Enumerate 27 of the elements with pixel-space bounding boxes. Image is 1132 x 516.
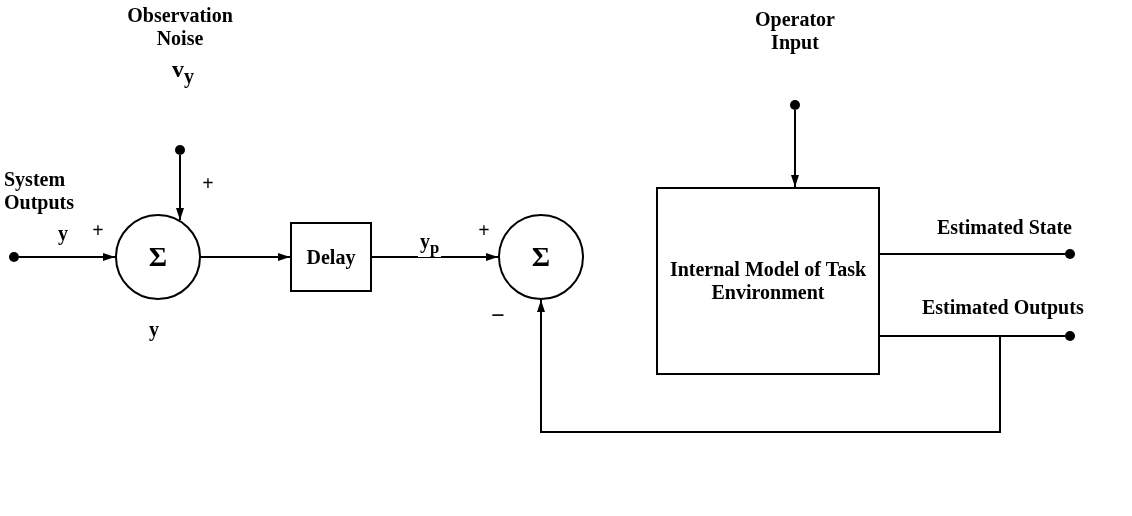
input-label: Observation Noise <box>126 4 234 50</box>
process-box <box>290 222 372 292</box>
plus-sign: + <box>201 172 215 195</box>
signal-label: v$_{y}$ <box>171 56 195 88</box>
terminal-dot <box>1065 331 1075 341</box>
minus-sign: − <box>490 302 506 330</box>
plus-sign: + <box>91 219 105 242</box>
process-box <box>656 187 880 375</box>
terminal-dot <box>1065 249 1075 259</box>
edge-label: Estimated Outputs <box>920 296 1086 318</box>
arrow <box>18 253 116 261</box>
terminal-dot <box>175 145 185 155</box>
terminal-dot <box>790 100 800 110</box>
input-label: System Outputs <box>4 168 76 214</box>
terminal-dot <box>9 252 19 262</box>
sigma-symbol: Σ <box>531 240 551 274</box>
arrow <box>200 253 291 261</box>
signal-label: y <box>149 318 159 341</box>
box-label: Internal Model of Task Environment <box>668 258 868 304</box>
box-label: Delay <box>305 245 357 269</box>
arrow <box>176 154 184 222</box>
arrow <box>537 299 1001 433</box>
arrow <box>791 109 799 188</box>
sigma-symbol: Σ <box>148 240 168 274</box>
input-label: Operator Input <box>754 8 836 54</box>
arrow <box>371 253 499 261</box>
plus-sign: + <box>477 219 491 242</box>
